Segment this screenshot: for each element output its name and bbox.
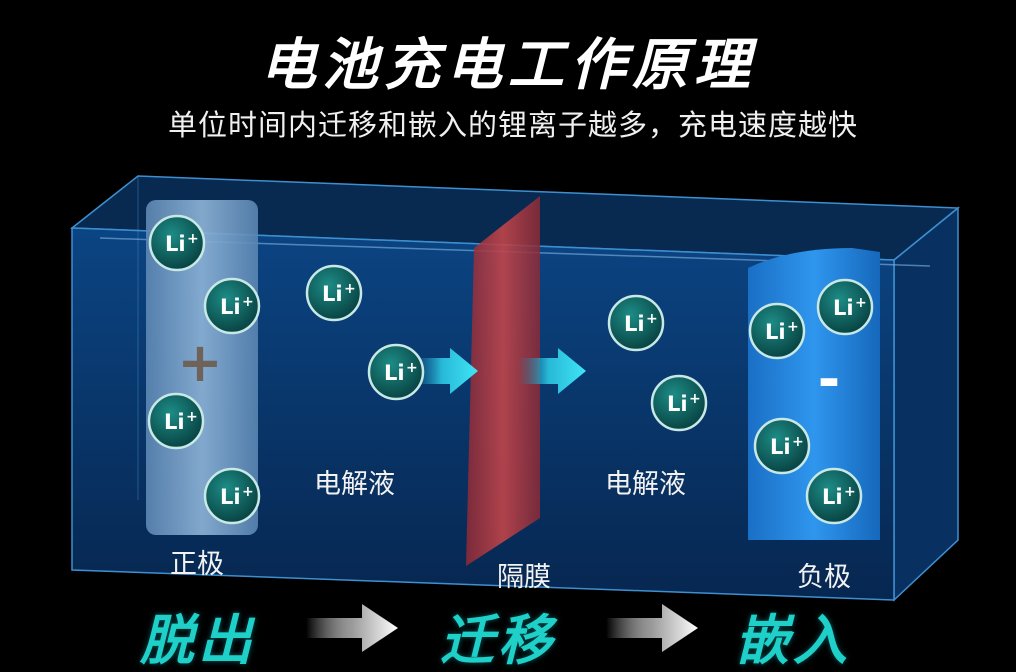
arrow-right-icon [518,348,586,394]
lithium-ion-label: Li [624,312,645,336]
lithium-ion: Li+ [748,302,806,360]
lithium-ion-label: Li [770,435,791,459]
anode-minus-sign: - [818,348,840,411]
lithium-ion-charge: + [242,294,254,310]
lithium-ion-label: Li [765,320,786,344]
lithium-ion-sphere [148,214,206,272]
lithium-ion-sphere [203,277,261,335]
lithium-ion-charge: + [187,231,199,247]
lithium-ion-sphere [367,343,425,401]
lithium-ion-sphere [816,278,874,336]
electrolyte-right-label: 电解液 [605,469,686,500]
lithium-ion-sphere [147,392,205,450]
lithium-ion-label: Li [220,485,241,509]
lithium-ion: Li+ [203,467,261,525]
electrolyte-left-label: 电解液 [314,469,395,500]
lithium-ion-charge: + [792,434,804,450]
lithium-ion-charge: + [787,319,799,335]
step-deintercalation: 脱出 [140,609,256,672]
lithium-ion: Li+ [148,214,206,272]
lithium-ion-label: Li [384,361,405,385]
step-migration: 迁移 [440,609,556,672]
arrow-right-icon [606,604,698,652]
lithium-ion-charge: + [406,360,418,376]
page-subtitle: 单位时间内迁移和嵌入的锂离子越多，充电速度越快 [168,108,859,142]
lithium-ion: Li+ [650,374,708,432]
lithium-ion-label: Li [164,410,185,434]
lithium-ion-charge: + [242,484,254,500]
lithium-ion-charge: + [855,295,867,311]
lithium-ion: Li+ [203,277,261,335]
lithium-ion-charge: + [689,391,701,407]
lithium-ion-sphere [805,467,863,525]
arrow-right-icon [306,604,398,652]
lithium-ion-sphere [650,374,708,432]
tank-right-face [893,206,959,602]
lithium-ion-sphere [748,302,806,360]
lithium-ion-sphere [305,264,363,322]
anode-label: 负极 [797,562,851,593]
lithium-ions: Li+Li+Li+Li+Li+Li+Li+Li+Li+Li+Li+Li+ [147,214,874,525]
lithium-ion-charge: + [186,409,198,425]
lithium-ion-charge: + [844,484,856,500]
lithium-ion-label: Li [322,282,343,306]
lithium-ion-sphere [203,467,261,525]
lithium-ion-label: Li [220,295,241,319]
separator-label: 隔膜 [497,562,551,593]
lithium-ion-sphere [607,294,665,352]
step-intercalation: 嵌入 [735,609,851,672]
lithium-ion: Li+ [147,392,205,450]
separator-membrane [466,196,540,566]
lithium-ion-sphere [753,417,811,475]
lithium-ion-charge: + [646,311,658,327]
cathode-label: 正极 [170,549,224,580]
lithium-ion: Li+ [367,343,425,401]
lithium-ion: Li+ [753,417,811,475]
cathode-plus-sign: + [177,331,222,394]
lithium-ion-label: Li [822,485,843,509]
lithium-ion: Li+ [305,264,363,322]
lithium-ion-label: Li [667,392,688,416]
lithium-ion-label: Li [833,296,854,320]
page-title: 电池充电工作原理 [260,33,756,98]
lithium-ion: Li+ [805,467,863,525]
lithium-ion: Li+ [816,278,874,336]
arrow-right-icon [412,348,478,394]
lithium-ion-label: Li [165,232,186,256]
lithium-ion-charge: + [344,281,356,297]
lithium-ion: Li+ [607,294,665,352]
